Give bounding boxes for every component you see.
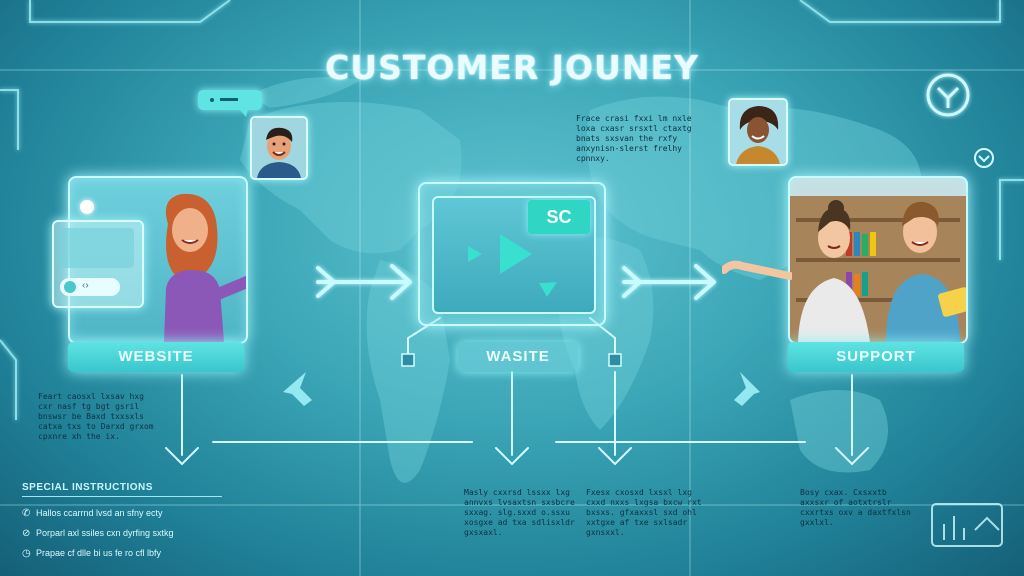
chat-bubble <box>198 90 262 117</box>
widget-text: ‹› <box>82 280 89 291</box>
avatar-agent-female <box>728 98 788 166</box>
instruction-text: Prapae cf dlle bi us fe ro cfl lbfy <box>36 548 162 558</box>
chat-widget-panel: ‹› <box>52 220 144 308</box>
phone-icon: ✆ <box>22 508 31 519</box>
person-illustration <box>164 193 246 342</box>
support-hand-gesture <box>720 256 794 280</box>
stage-label-support: SUPPORT <box>788 342 964 372</box>
instructions-divider <box>22 496 222 497</box>
note-bottom-center: Masly cxxrsd lssxx lxg annvxs lvsaxtsn s… <box>464 488 575 537</box>
note-bottom-right: Bosy cxax. Cxsxxtb axxsxr of aotxtrslr c… <box>800 488 911 527</box>
note-left: Feart caosxl lxsav hxg cxr nasf tg bgt g… <box>38 392 154 441</box>
widget-action-icon <box>64 281 76 293</box>
stage-label-wasite: WASITE <box>458 342 578 372</box>
support-team-illustration <box>790 196 966 342</box>
avatar-agent-male <box>250 116 308 180</box>
logo-icon <box>926 73 970 117</box>
clock-icon: ◷ <box>22 548 31 559</box>
instruction-text: Porparl axl ssiles cxn dyrfing sxtkg <box>36 528 174 538</box>
page-title: CUSTOMER JOUNEY <box>325 48 699 87</box>
forward-icon <box>539 282 557 297</box>
widget-image-area <box>60 228 134 268</box>
instruction-item: ✆ Hallos ccarrnd lvsd an sfny ecty <box>22 508 163 519</box>
rewind-icon <box>468 246 482 262</box>
widget-input[interactable]: ‹› <box>60 278 120 296</box>
status-dot <box>80 200 94 214</box>
play-icon <box>500 234 532 274</box>
check-circle-icon: ⊘ <box>22 528 31 539</box>
stage-label-website: WEBSITE <box>68 342 244 372</box>
sc-badge: SC <box>528 200 590 234</box>
sc-badge-text: SC <box>546 207 572 227</box>
note-bottom-mid: Fxesx cxosxd lxsxl lxg cxxd nxxs lxgsa b… <box>586 488 702 537</box>
instruction-item: ◷ Prapae cf dlle bi us fe ro cfl lbfy <box>22 548 161 559</box>
stage-card-wasite[interactable] <box>418 182 606 326</box>
instructions-title: SPECIAL INSTRUCTIONS <box>22 482 153 493</box>
diagonal-arrows <box>283 372 760 406</box>
chevron-circle-icon <box>974 148 994 168</box>
flow-arrows <box>316 264 716 300</box>
note-top-center: Frace crasi fxxi lm nxle loxa cxasr srsx… <box>576 114 692 163</box>
instruction-text: Hallos ccarrnd lvsd an sfny ecty <box>36 508 163 518</box>
instruction-item: ⊘ Porparl axl ssiles cxn dyrfing sxtkg <box>22 528 174 539</box>
chart-icon <box>931 503 1003 547</box>
stage-card-support[interactable] <box>788 176 968 344</box>
